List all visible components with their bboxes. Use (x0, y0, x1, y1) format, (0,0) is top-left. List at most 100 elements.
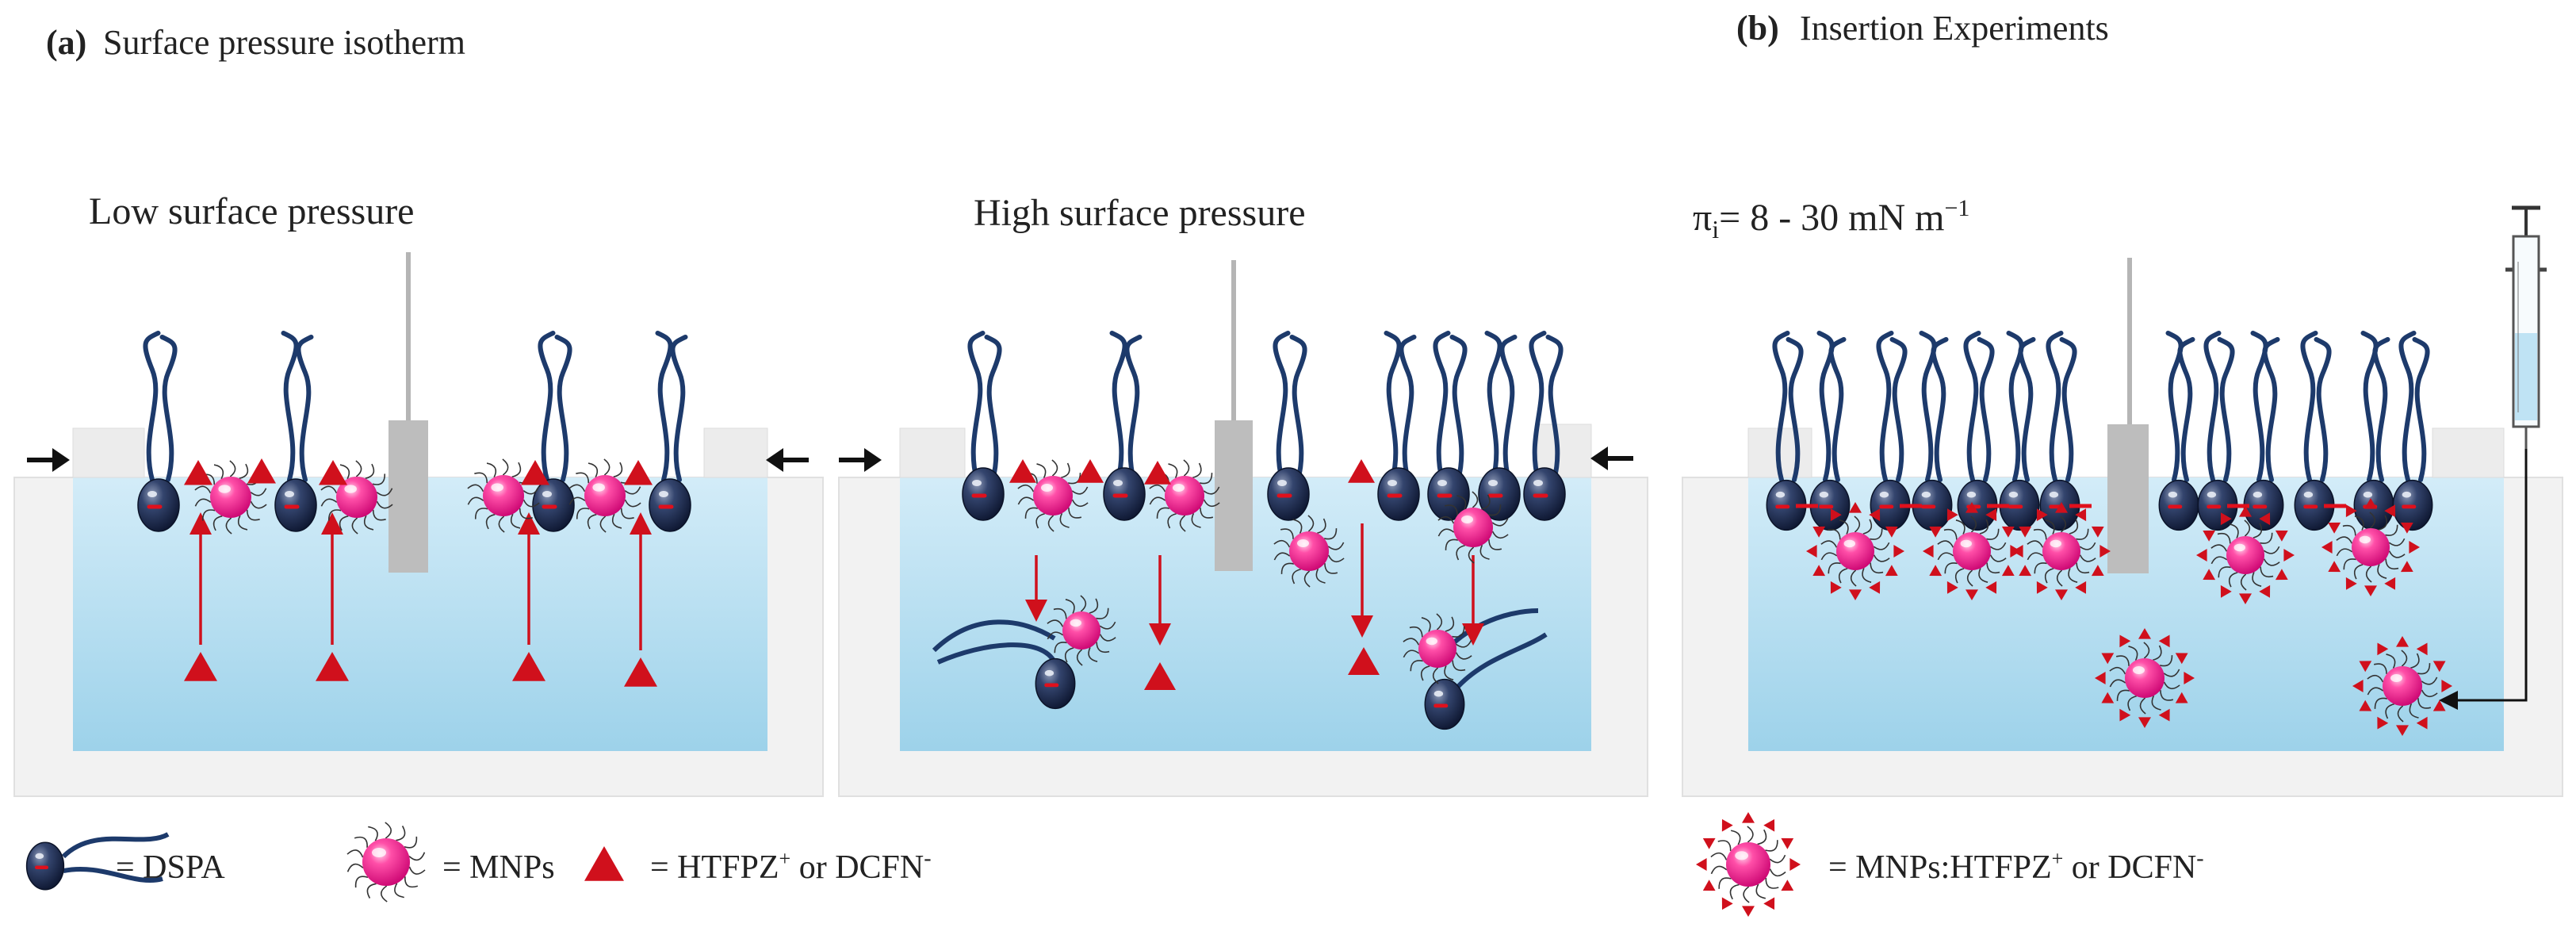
dspa-lipid (1424, 678, 1465, 730)
lipid-tail (1124, 335, 1143, 482)
mnp-particle (1403, 613, 1472, 684)
dspa-lipid (1478, 467, 1521, 521)
lipid-tail (1786, 337, 1804, 482)
lipid-tail (2059, 337, 2077, 482)
lipid-tail (1931, 337, 1949, 482)
lipid-tail (2300, 331, 2318, 482)
mnp-drug-complex (2196, 506, 2295, 604)
dspa-lipid (1766, 479, 1807, 531)
barrier-right (2432, 427, 2505, 478)
panel-b-label: (b) (1736, 9, 1779, 48)
lipid-tail (984, 335, 1002, 482)
mnp-drug-complex (1696, 812, 1801, 917)
barrier-left (72, 427, 145, 478)
lipid-tail (2372, 337, 2390, 482)
drug-molecule (1077, 459, 1104, 483)
lipid-tail (936, 642, 1058, 668)
mnp-drug-complex (2352, 636, 2452, 736)
lipid-tail (1453, 632, 1548, 692)
drug-molecule (184, 460, 212, 485)
lipid-tail (2360, 331, 2379, 482)
drug-molecule (1144, 461, 1171, 485)
lipid-tail (1449, 335, 1468, 482)
mnp-drug-complex (2012, 502, 2111, 600)
drug-molecule (512, 652, 545, 681)
lipid-tail (2250, 331, 2268, 482)
mnp-particle (1149, 459, 1220, 532)
drug-molecule (316, 652, 349, 681)
lipid-tail (296, 335, 314, 482)
lipid-tails-layer (61, 331, 2430, 883)
lipid-tail (1816, 331, 1835, 482)
panel-b-title: Insertion Experiments (1800, 9, 2109, 48)
lipid-tail (143, 331, 161, 482)
lipid-tail (1399, 335, 1417, 482)
legend-complex-label: = MNPs:HTFPZ+ or DCFN- (1828, 846, 2204, 886)
lipid-tail (2006, 331, 2024, 482)
legend-drug-label: = HTFPZ+ or DCFN- (650, 846, 932, 886)
drug-molecule (584, 846, 624, 881)
lipid-tail (1828, 337, 1847, 482)
dspa-lipid (25, 841, 65, 891)
dspa-lipid (1523, 467, 1566, 521)
drug-molecule (624, 460, 653, 485)
drug-molecule (624, 657, 657, 687)
pressure-range-label: πi= 8 - 30 mN m−1 (1693, 195, 1969, 243)
dspa-lipid (1103, 467, 1146, 521)
mnp-drug-complex (2321, 498, 2420, 596)
lipid-tail (1772, 331, 1790, 482)
mnp-particle (467, 458, 540, 533)
dspa-lipid (2392, 479, 2433, 531)
lipid-tail (2398, 331, 2417, 482)
lipid-tail (932, 619, 1056, 653)
lipid-tail (159, 335, 178, 482)
mnp-drug-complex (2095, 628, 2195, 728)
lipid-tail (1109, 331, 1127, 482)
barrier-arrow-icon (766, 448, 809, 472)
mnp-particle (1437, 491, 1509, 564)
lipid-tail (1545, 335, 1564, 482)
low-pressure-caption: Low surface pressure (89, 190, 414, 232)
mnp-drug-complex (1806, 502, 1904, 600)
barrier-arrow-icon (27, 448, 70, 472)
molecules-layer (25, 458, 2452, 917)
dspa-lipid (532, 478, 575, 532)
drug-molecule (1348, 647, 1380, 675)
lipid-tail (1529, 331, 1547, 482)
lipid-tail (1273, 331, 1291, 482)
drug-molecule (1348, 459, 1375, 483)
dspa-lipid (1377, 467, 1420, 521)
legend-mnps-label: = MNPs (442, 849, 555, 886)
lipid-tail (1484, 331, 1502, 482)
panel-a-label: (a) (46, 23, 86, 62)
dspa-lipid (1035, 657, 1076, 710)
lipid-tail (2046, 331, 2064, 482)
mnp-particle (320, 460, 393, 535)
lipid-tail (655, 331, 673, 482)
lipid-tail (2314, 337, 2332, 482)
dspa-lipid (962, 467, 1005, 521)
lipid-tail (967, 331, 986, 482)
drug-molecule (521, 460, 549, 485)
wilhelmy-plate-icon (2107, 258, 2149, 573)
legend-dspa-icon (61, 832, 170, 859)
mnp-drug-complex (1923, 502, 2021, 600)
legend-dspa-label: = DSPA (116, 849, 225, 886)
drug-molecule (1009, 459, 1036, 483)
dspa-lipid (1267, 467, 1310, 521)
lipid-tail (554, 335, 572, 482)
high-pressure-caption: High surface pressure (974, 192, 1306, 234)
lipid-tail (2165, 331, 2184, 482)
legend-dspa-icon (63, 866, 163, 883)
lipid-tail (1876, 331, 1894, 482)
barrier-left (899, 427, 966, 478)
wilhelmy-plate-icon (389, 252, 428, 573)
lipid-tail (1919, 331, 1937, 482)
dspa-lipid (1427, 467, 1470, 521)
lipid-tail (2217, 337, 2235, 482)
lipid-tail (1889, 337, 1908, 482)
barrier-right (703, 427, 768, 478)
panel-a-title: Surface pressure isotherm (103, 23, 465, 62)
